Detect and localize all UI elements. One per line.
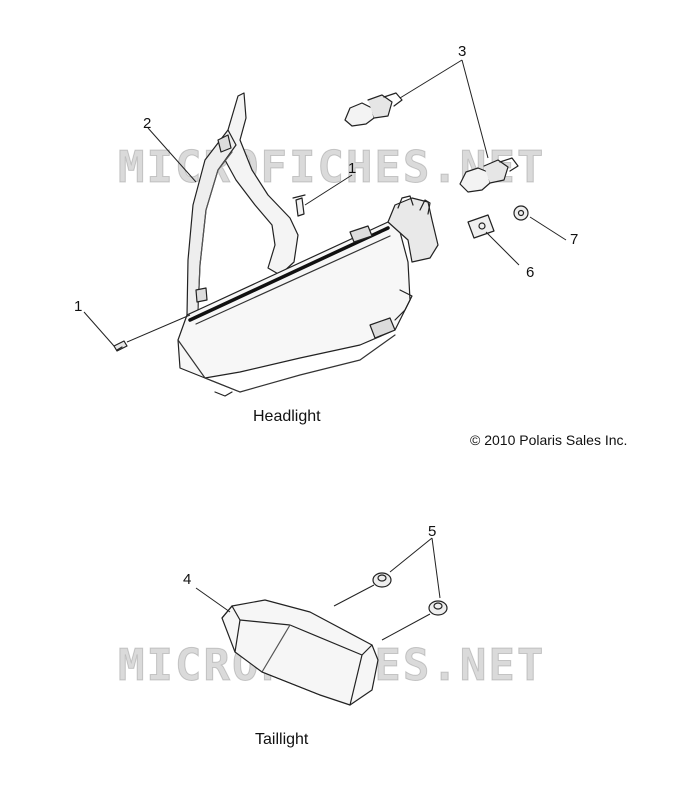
grommet-lower: [428, 600, 448, 616]
screw-top: [292, 194, 306, 217]
callout-housing: 2: [143, 115, 152, 132]
callout-screw-top: 1: [348, 160, 357, 177]
callout-taillight: 4: [183, 571, 192, 588]
leader-taillight: [195, 587, 231, 613]
copyright-notice: © 2010 Polaris Sales Inc.: [470, 432, 628, 448]
leader-housing: [147, 127, 197, 183]
leader-screw-left: [83, 311, 115, 347]
callout-grommets: 5: [428, 523, 437, 540]
leader-grommet-lower: [431, 537, 441, 599]
leader-screw-left-to-housing: [126, 314, 191, 343]
grommet-upper: [372, 572, 392, 588]
screw-left: [113, 340, 128, 352]
callout-push-nut: 7: [570, 231, 579, 248]
push-nut: [513, 205, 529, 221]
caption-taillight: Taillight: [255, 731, 309, 748]
leader-grommet-upper-to-lamp: [333, 584, 375, 607]
taillight-lamp: [221, 599, 379, 706]
caption-headlight: Headlight: [253, 408, 321, 425]
leader-screw-top: [304, 174, 353, 206]
bulb-upper: [344, 92, 403, 127]
leader-grommet-lower-to-lamp: [381, 613, 431, 641]
callout-screw-left: 1: [74, 298, 83, 315]
clip: [467, 214, 495, 239]
bulb-lower: [459, 157, 519, 193]
leader-grommet-upper: [389, 537, 433, 573]
callout-clip: 6: [526, 264, 535, 281]
leader-clip: [485, 231, 520, 266]
callout-bulbs: 3: [458, 43, 467, 60]
leader-push-nut: [529, 216, 567, 241]
leader-bulb-upper: [399, 59, 463, 99]
headlight-housing: [177, 92, 439, 397]
leader-bulb-lower: [461, 59, 489, 159]
